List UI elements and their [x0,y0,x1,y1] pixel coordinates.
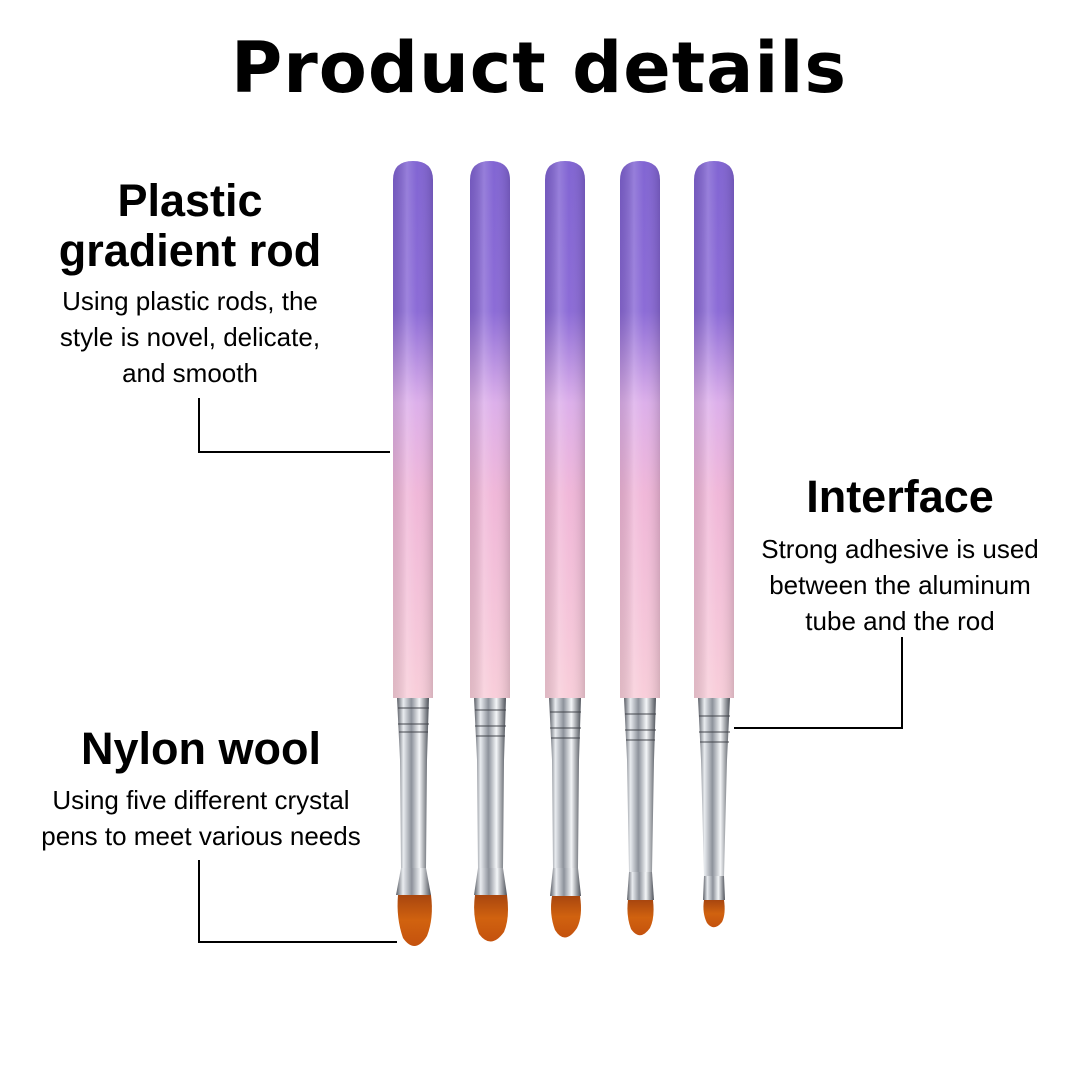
brush-1-bristles [397,895,432,947]
brush-2-crimp [474,868,507,895]
brush-4-ferrule [624,698,656,872]
leader-line-nylon-wool [198,860,397,943]
nylon-wool-description-line-2: pens to meet various needs [41,821,361,851]
brush-2-ferrule [474,698,506,868]
brush-3 [545,161,585,938]
page-title: Product details [230,27,848,109]
plastic-rod-heading: Plastic gradient rod [20,176,360,276]
brush-4 [620,161,660,936]
brush-2 [470,161,510,942]
brush-1 [393,161,433,947]
plastic-rod-description-line-3: and smooth [122,358,258,388]
nylon-wool-heading: Nylon wool [81,723,321,774]
brush-5-bristles [703,900,725,928]
brush-4-bristles [627,900,654,936]
leader-line-interface [734,637,903,729]
interface-description-line-1: Strong adhesive is used [761,534,1039,564]
interface-description-line-3: tube and the rod [805,606,995,636]
plastic-rod-description: Using plastic rods, the style is novel, … [20,283,360,391]
interface-heading: Interface [806,471,994,522]
brush-2-bristles [474,895,508,942]
brush-4-crimp [627,872,654,900]
nylon-wool-description-line-1: Using five different crystal [52,785,350,815]
brush-5-crimp [703,876,725,900]
plastic-rod-heading-line-2: gradient rod [58,225,322,276]
plastic-rod-heading-line-1: Plastic [117,175,263,226]
plastic-rod-description-line-1: Using plastic rods, the [62,286,318,316]
leader-line-plastic-rod [198,398,390,453]
interface-description: Strong adhesive is used between the alum… [722,531,1078,639]
plastic-rod-description-line-2: style is novel, delicate, [59,322,321,352]
brush-5 [694,161,734,928]
brush-3-ferrule [549,698,581,868]
brush-1-ferrule [397,698,429,868]
interface-description-line-2: between the aluminum [769,570,1031,600]
brush-5-ferrule [698,698,730,876]
brush-3-bristles [551,896,581,938]
brush-3-crimp [550,868,581,896]
brush-1-crimp [396,868,431,895]
nylon-wool-description: Using five different crystal pens to mee… [6,782,396,854]
